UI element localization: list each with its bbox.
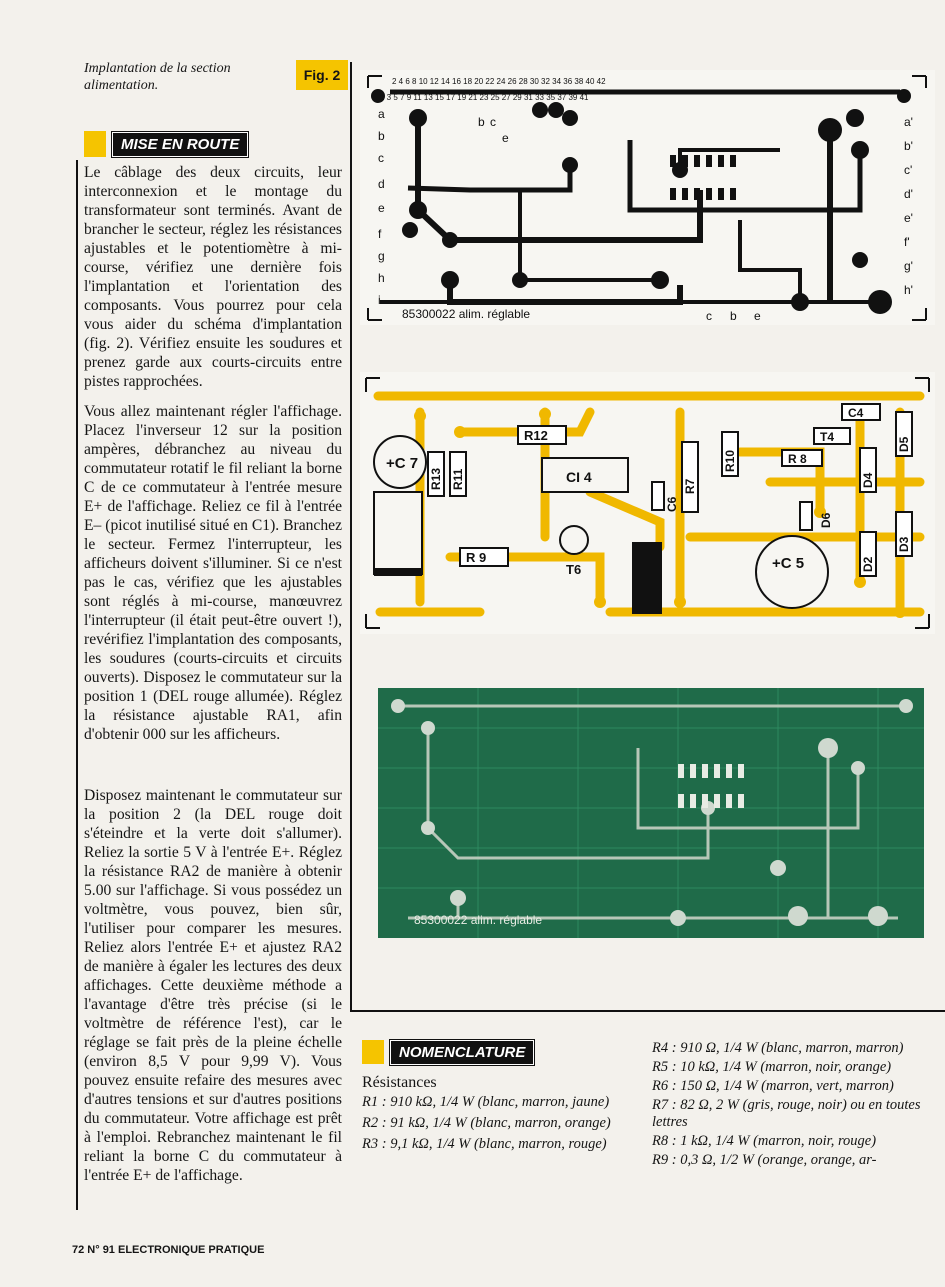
resistor-list-left: R1 : 910 kΩ, 1/4 W (blanc, marron, jaune…: [362, 1094, 644, 1153]
component-d3: D3: [897, 536, 911, 552]
pcb-letter-d-prime: d': [904, 187, 913, 201]
pcb-letter-d: d: [378, 177, 385, 191]
component-d6: D6: [819, 512, 833, 528]
section-header: MISE EN ROUTE: [84, 130, 250, 158]
transistor-pin-c: c: [490, 115, 496, 129]
bottom-pin-e: e: [754, 309, 761, 323]
pcb-copper-layout: 1 3 5 7 9 11 13 15 17 19 21 23 25 27 29 …: [360, 70, 935, 325]
component-r10: R10: [723, 450, 737, 472]
component-r8: R 8: [788, 452, 807, 466]
resistor-r2: R2 : 91 kΩ, 1/4 W (blanc, marron, orange…: [362, 1115, 611, 1131]
pcb-letter-g-prime: g': [904, 259, 913, 273]
component-c6: C6: [665, 496, 679, 512]
pcb-letter-c: c: [378, 151, 384, 165]
pcb-letter-a-prime: a': [904, 115, 913, 129]
pcb-letter-b: b: [378, 129, 385, 143]
section-divider: [350, 1010, 945, 1012]
bottom-pin-c: c: [706, 309, 712, 323]
pcb-letter-g: g: [378, 249, 385, 263]
figure-label: Fig. 2: [296, 60, 348, 90]
resistances-heading: Résistances: [362, 1074, 437, 1091]
pcb-letter-i: i: [378, 293, 381, 307]
pcb-pin-numbers-bottom: 1 3 5 7 9 11 13 15 17 19 21 23 25 27 29 …: [380, 93, 589, 102]
resistor-r1: R1 : 910 kΩ, 1/4 W (blanc, marron, jaune…: [362, 1094, 610, 1110]
component-r12: R12: [524, 428, 548, 443]
component-c7: +C 7: [386, 455, 418, 472]
pcb-component-layout: +C 7 R13 R11 R12 CI 4 R 9 T6 C6 R7 R10 R…: [360, 372, 935, 634]
pcb-letter-h: h: [378, 271, 385, 285]
column-divider: [350, 62, 352, 1012]
component-t6: T6: [566, 562, 581, 577]
paragraph-1: Le câblage des deux circuits, leur inter…: [84, 164, 342, 390]
pcb-letter-b-prime: b': [904, 139, 913, 153]
transistor-pin-b: b: [478, 115, 485, 129]
pcb-letter-c-prime: c': [904, 163, 912, 177]
component-d4: D4: [861, 472, 875, 488]
pcb-photo: 85300022 alim. réglable: [378, 688, 924, 938]
resistor-r8: R8 : 1 kΩ, 1/4 W (marron, noir, rouge): [652, 1133, 877, 1149]
component-r11: R11: [451, 468, 465, 490]
pcb-photo-label: 85300022 alim. réglable: [414, 913, 542, 927]
component-t4: T4: [820, 430, 834, 444]
figure-caption: Implantation de la section alimentation.: [84, 61, 231, 93]
section-title: MISE EN ROUTE: [110, 130, 250, 158]
resistor-r5: R5 : 10 kΩ, 1/4 W (marron, noir, orange): [652, 1059, 892, 1075]
component-c5: +C 5: [772, 555, 804, 572]
resistor-r4: R4 : 910 Ω, 1/4 W (blanc, marron, marron…: [652, 1040, 904, 1056]
component-r9: R 9: [466, 550, 486, 565]
component-d2: D2: [861, 556, 875, 572]
page-footer: 72 N° 91 ELECTRONIQUE PRATIQUE: [72, 1244, 265, 1256]
accent-square: [84, 131, 106, 157]
pcb-letter-h-prime: h': [904, 283, 913, 297]
resistor-r3: R3 : 9,1 kΩ, 1/4 W (blanc, marron, rouge…: [362, 1136, 607, 1152]
resistor-r7: R7 : 82 Ω, 2 W (gris, rouge, noir) ou en…: [652, 1097, 921, 1130]
resistor-list-right: R4 : 910 Ω, 1/4 W (blanc, marron, marron…: [652, 1040, 936, 1169]
component-d5: D5: [897, 436, 911, 452]
nomenclature-title: NOMENCLATURE: [388, 1038, 536, 1066]
left-margin-rule: [76, 160, 78, 1210]
pcb-letter-f-prime: f': [904, 235, 910, 249]
resistor-r6: R6 : 150 Ω, 1/4 W (marron, vert, marron): [652, 1078, 894, 1094]
resistor-r9: R9 : 0,3 Ω, 1/2 W (orange, orange, ar-: [652, 1152, 877, 1168]
pcb-letter-f: f: [378, 227, 382, 241]
bottom-pin-b: b: [730, 309, 737, 323]
transistor-pin-e: e: [502, 131, 509, 145]
pcb-pin-numbers-top: 2 4 6 8 10 12 14 16 18 20 22 24 26 28 30…: [392, 77, 606, 86]
pcb-board-label: 85300022 alim. réglable: [402, 307, 530, 321]
component-ci4: CI 4: [566, 469, 592, 485]
accent-square: [362, 1040, 384, 1064]
pcb-letter-e: e: [378, 201, 385, 215]
component-r7: R7: [683, 478, 697, 494]
pcb-letter-e-prime: e': [904, 211, 913, 225]
paragraph-2: Vous allez maintenant régler l'affichage…: [84, 403, 342, 743]
component-r13: R13: [429, 468, 443, 490]
component-c4: C4: [848, 406, 864, 420]
pcb-letter-a: a: [378, 107, 385, 121]
nomenclature-header: NOMENCLATURE: [362, 1038, 536, 1066]
paragraph-3: Disposez maintenant le commutateur sur l…: [84, 787, 342, 1184]
